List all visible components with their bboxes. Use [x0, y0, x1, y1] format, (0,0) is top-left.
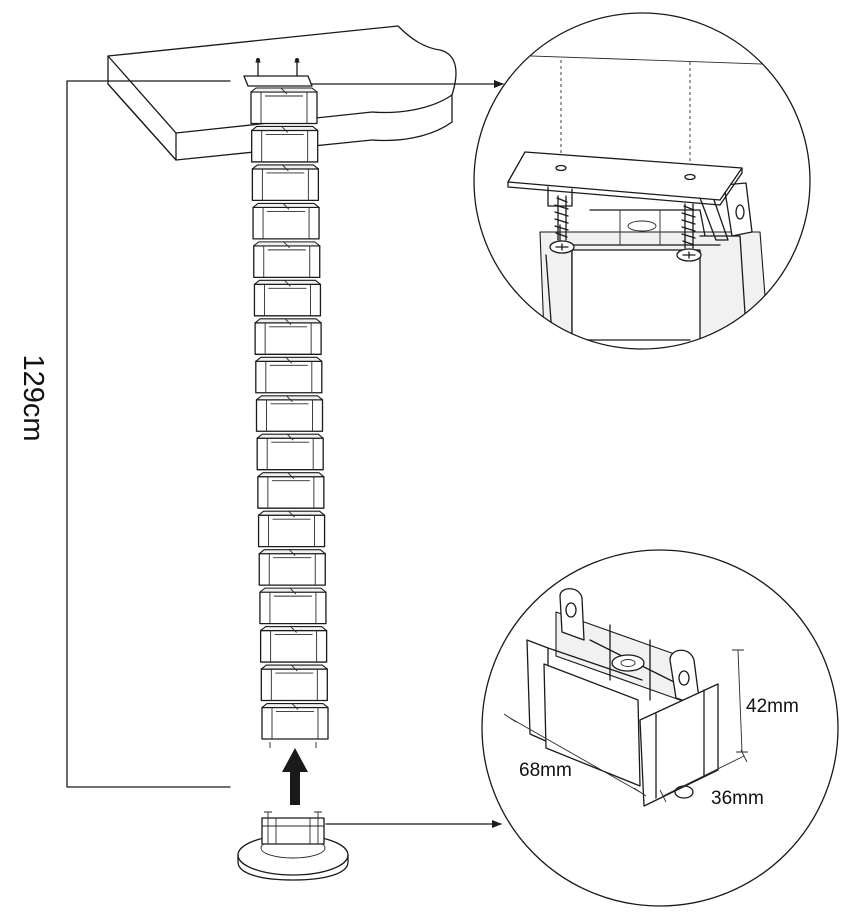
- vertebra-segment: [253, 241, 321, 279]
- vertebra-segment: [252, 202, 320, 240]
- vertebra-segment: [255, 395, 324, 432]
- top-mount-detail: [473, 12, 811, 350]
- up-arrow-icon: [282, 748, 308, 805]
- vertebra-segment: [259, 626, 328, 663]
- desk-top: [107, 25, 457, 161]
- vertebra-segment: [255, 356, 323, 394]
- vertebra-segment: [257, 472, 325, 509]
- vertebra-segment: [261, 702, 329, 740]
- vertebra-segment: [256, 433, 324, 471]
- vertebra-segment: [250, 87, 318, 125]
- depth-dimension-label: 36mm: [711, 788, 764, 809]
- length-dimension-bracket: [66, 80, 231, 788]
- desk-clamp-plate: [243, 58, 313, 87]
- vertebra-segment: [251, 125, 319, 163]
- vertebra-segment: [253, 279, 322, 317]
- width-dimension-label: 68mm: [519, 760, 572, 781]
- vertebra-segment: [258, 549, 326, 586]
- vertebra-segment: [254, 318, 322, 355]
- floor-base: [237, 811, 349, 881]
- vertebra-segment: [259, 587, 327, 625]
- screw-icon: [676, 203, 702, 262]
- vertebra-segment: [257, 510, 326, 548]
- vertebra-segment: [251, 164, 320, 202]
- screw-icon: [256, 58, 260, 62]
- vertebra-dimension-detail: [481, 549, 839, 907]
- length-label: 129cm: [17, 354, 49, 441]
- chain-end-feet: [269, 742, 317, 748]
- vertebra-chain: [250, 87, 329, 748]
- height-dimension-label: 42mm: [746, 696, 799, 717]
- vertebra-segment: [260, 664, 328, 702]
- screw-icon: [549, 195, 575, 254]
- screw-icon: [295, 58, 299, 62]
